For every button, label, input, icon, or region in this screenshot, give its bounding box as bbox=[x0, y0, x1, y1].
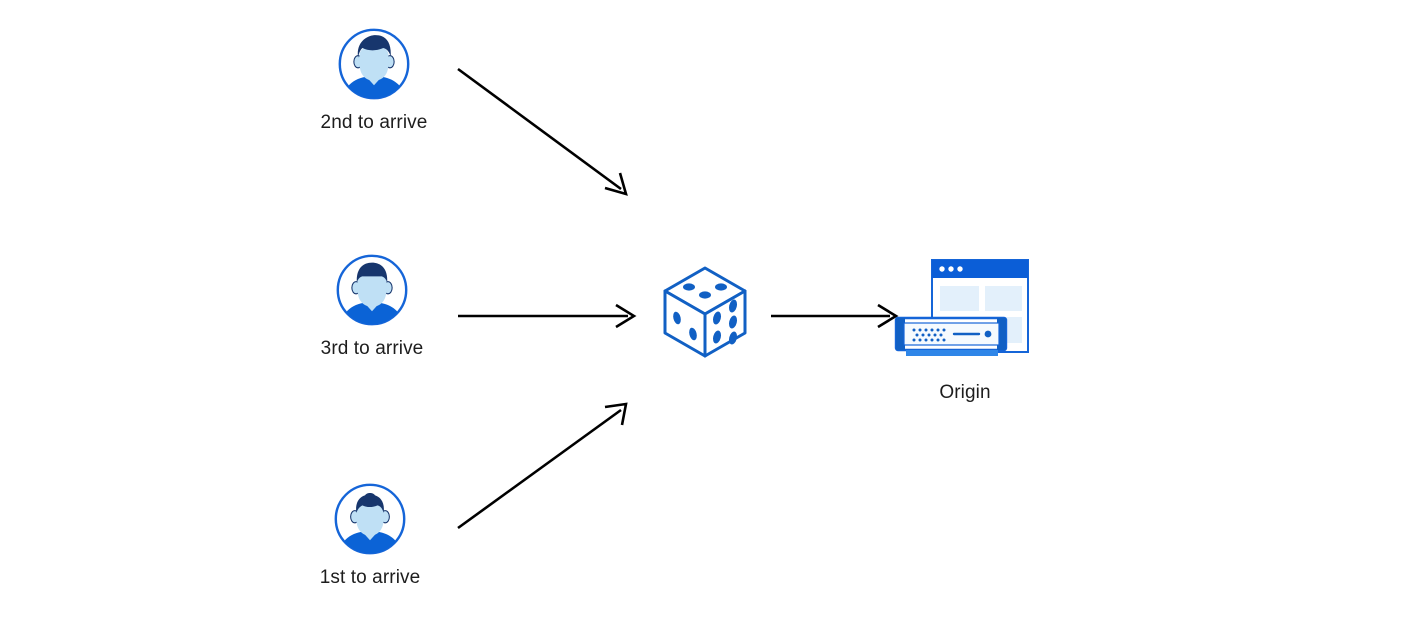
user-avatar-icon bbox=[336, 26, 412, 102]
client-node-3rd[interactable]: 3rd to arrive bbox=[287, 252, 457, 360]
arrow-client1-to-dice bbox=[457, 67, 628, 196]
origin-node-label: Origin bbox=[939, 382, 991, 403]
client-node-label: 1st to arrive bbox=[319, 567, 421, 588]
arrow-dice-to-origin bbox=[771, 303, 899, 329]
client-node-1st[interactable]: 1st to arrive bbox=[285, 481, 455, 589]
origin-node[interactable]: Origin bbox=[890, 252, 1040, 404]
user-avatar-icon bbox=[334, 252, 410, 328]
random-dice-node[interactable] bbox=[655, 262, 755, 362]
arrow-client3-to-dice bbox=[457, 402, 628, 530]
client-node-label: 2nd to arrive bbox=[320, 112, 428, 133]
origin-server-icon bbox=[890, 252, 1040, 372]
user-avatar-icon bbox=[332, 481, 408, 557]
arrow-client2-to-dice bbox=[458, 303, 637, 329]
client-node-2nd[interactable]: 2nd to arrive bbox=[289, 26, 459, 134]
client-node-label: 3rd to arrive bbox=[320, 338, 424, 359]
dice-icon bbox=[659, 262, 751, 362]
server-device-icon bbox=[894, 316, 1008, 356]
